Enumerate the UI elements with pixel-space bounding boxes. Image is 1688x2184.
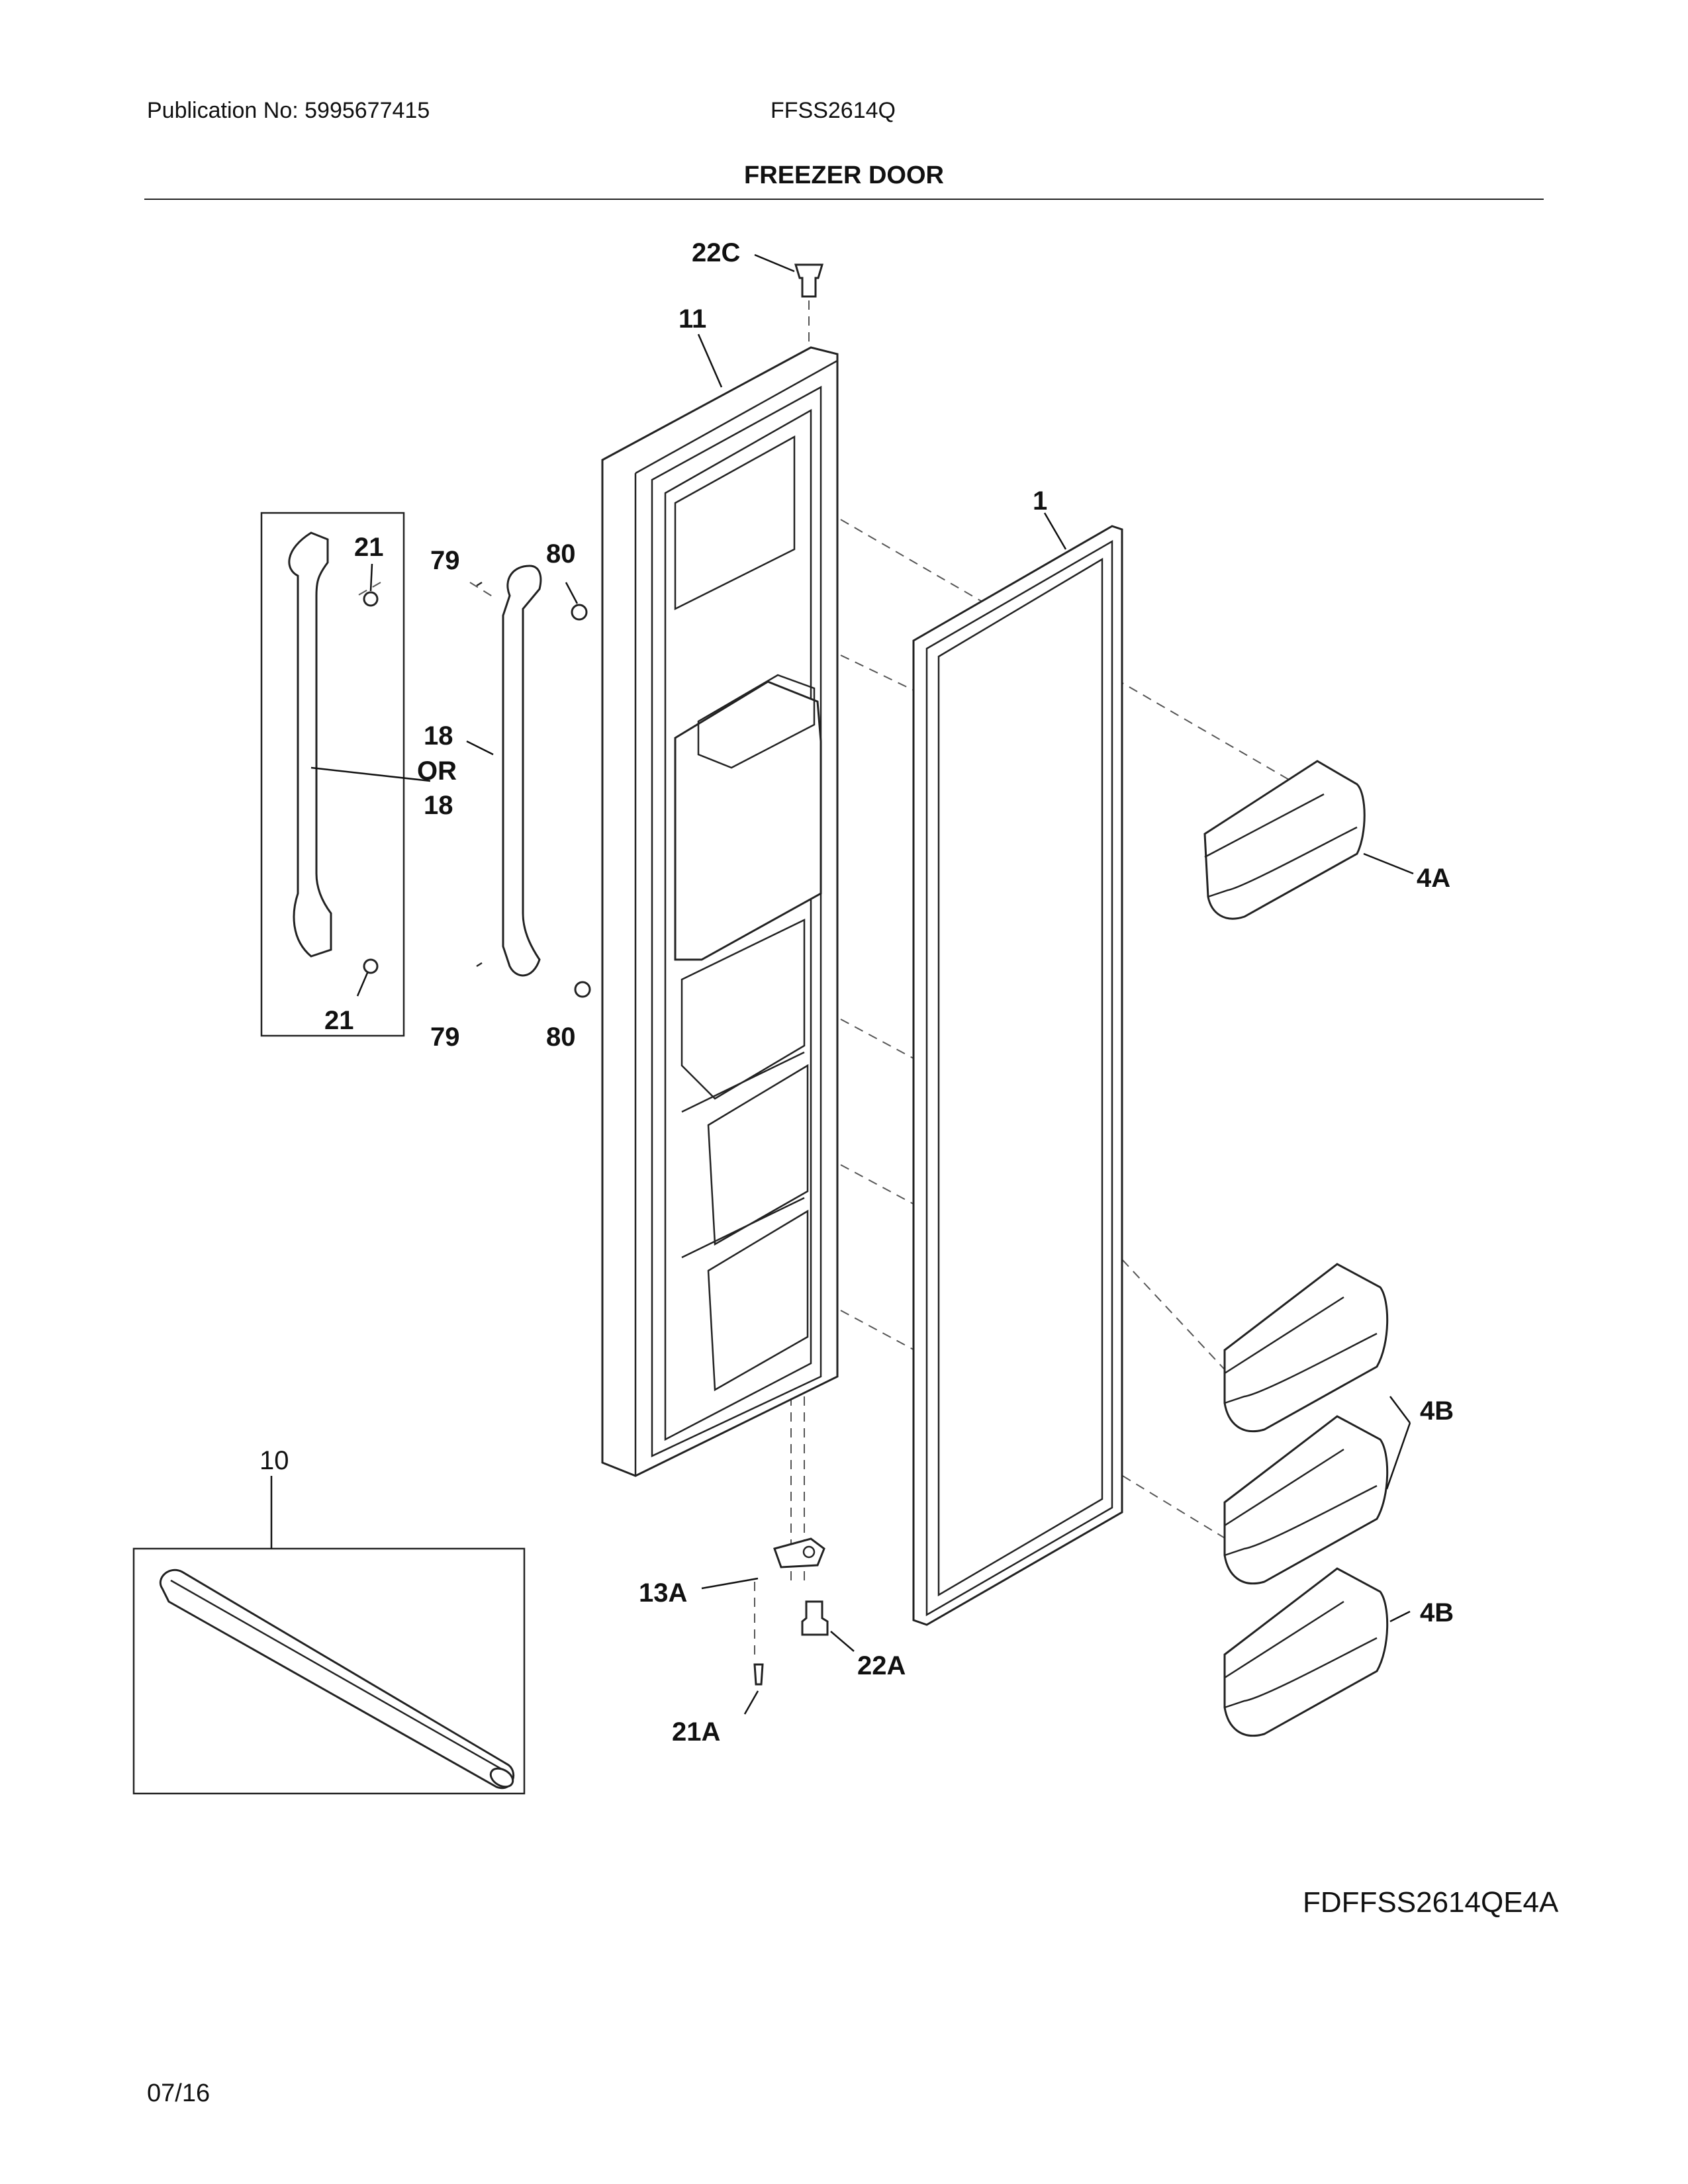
part-22a-hinge-pin (801, 1600, 829, 1636)
part-22c-hinge-pin (794, 263, 824, 298)
callout-4b-mid: 4B (1420, 1396, 1454, 1426)
publication-number: Publication No: 5995677415 (147, 98, 430, 123)
part-4a-door-bin (1203, 760, 1366, 920)
callout-21-top: 21 (354, 533, 384, 562)
callout-18-a: 18 (424, 721, 453, 751)
publication-date: 07/16 (147, 2079, 211, 2107)
callout-79-top: 79 (430, 546, 460, 575)
page-title: FREEZER DOOR (744, 161, 944, 189)
callout-13a: 13A (639, 1578, 687, 1608)
callout-18-or: OR (417, 756, 457, 786)
handle-option-b (476, 565, 591, 998)
callout-4b-low: 4B (1420, 1598, 1454, 1627)
callout-21-bottom: 21 (324, 1006, 354, 1035)
callout-80-bottom: 80 (546, 1023, 576, 1052)
part-11-door-panel (601, 346, 839, 1477)
callout-21a: 21A (672, 1717, 720, 1747)
part-4b-door-bin-middle (1223, 1415, 1389, 1585)
part-10-tubing (132, 1547, 526, 1795)
callout-79-bottom: 79 (430, 1023, 460, 1052)
callout-22c: 22C (692, 238, 740, 267)
callout-18-b: 18 (424, 791, 453, 820)
header-divider (144, 199, 1544, 200)
part-13a-hinge-bracket (773, 1537, 825, 1569)
callout-labels: 22C 11 1 21 79 80 18 OR 18 21 79 80 4A 4… (259, 238, 1454, 1747)
callout-80-top: 80 (546, 539, 576, 569)
part-1-gasket (912, 525, 1123, 1626)
callout-11: 11 (679, 304, 706, 334)
handle-option-a (260, 512, 405, 1037)
diagram-code: FDFFSS2614QE4A (1303, 1886, 1559, 1919)
callout-1: 1 (1033, 486, 1047, 516)
callout-10: 10 (259, 1446, 289, 1475)
part-4b-door-bin-lower (1223, 1567, 1389, 1737)
callout-4a: 4A (1417, 864, 1450, 893)
model-number: FFSS2614Q (771, 98, 896, 123)
part-21a-screw (753, 1663, 764, 1686)
callout-22a: 22A (857, 1651, 906, 1680)
part-4b-door-bin-upper (1223, 1263, 1389, 1433)
leader-lines (270, 253, 1414, 1715)
